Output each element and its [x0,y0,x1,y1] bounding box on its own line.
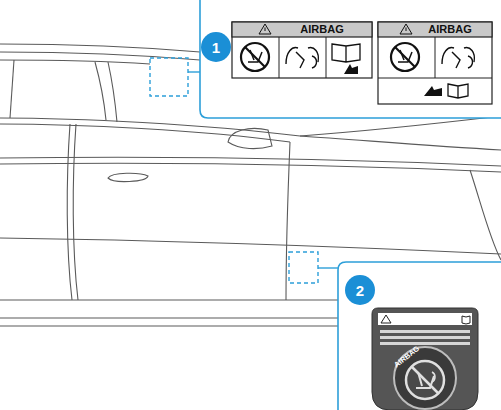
airbag-label-b [378,22,492,104]
callout-number: 2 [356,283,364,298]
airbag-sticker [372,308,478,410]
callout-box-1 [200,0,501,118]
leader-line [188,71,200,72]
callout-box-2 [338,262,501,410]
callout-number: 1 [212,40,220,55]
warning-label-text: AIRBAG [300,24,343,35]
badge-text: AIRBAG [393,345,421,369]
airbag-label-a [232,22,372,78]
warning-label-text: AIRBAG [428,24,471,35]
callout-circle [201,32,231,62]
dashed-marker [289,252,318,283]
leader-line [318,267,338,268]
dashed-marker [150,58,188,96]
callout-circle [345,275,375,305]
